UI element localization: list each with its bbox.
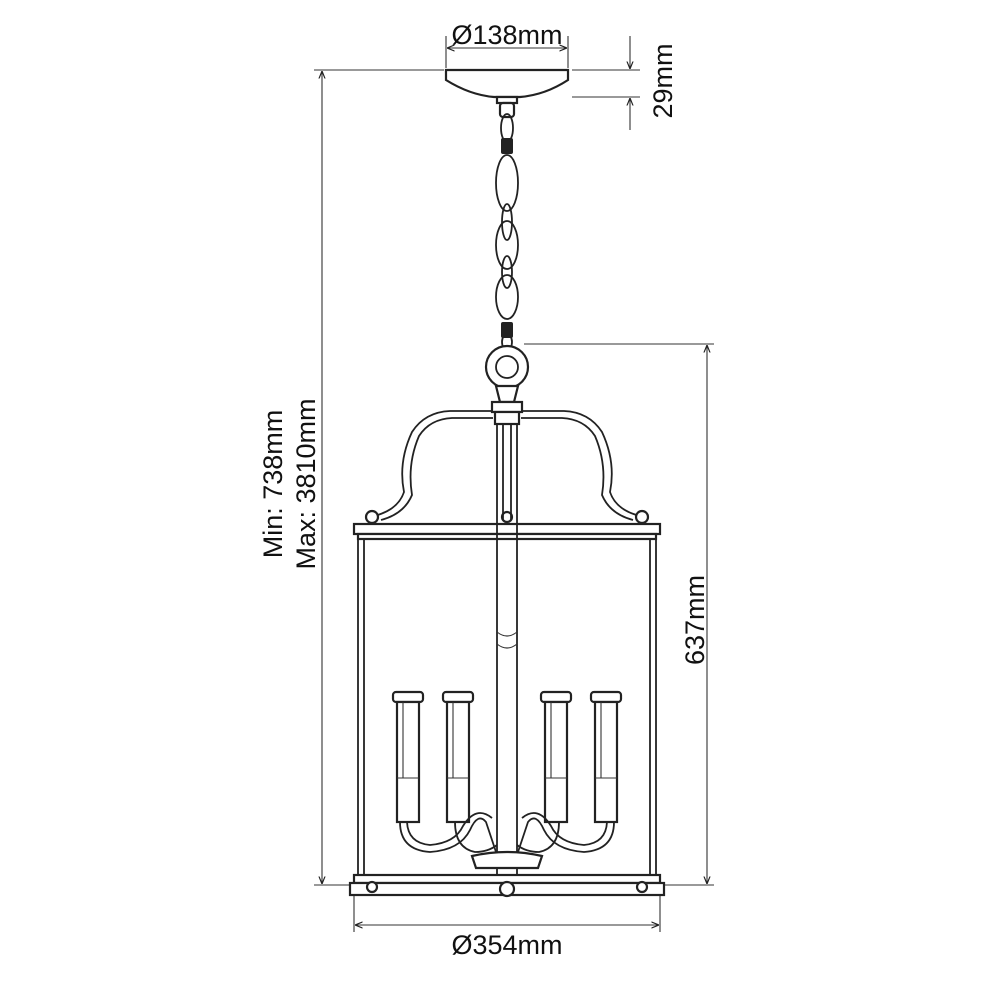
candle-2 [441, 690, 475, 824]
side-posts [357, 539, 657, 875]
central-hub [470, 850, 544, 870]
candle-4 [589, 690, 623, 824]
overall-height-dimension: Min: 738mm Max: 3810mm [258, 69, 444, 886]
canopy-diameter-label: Ø138mm [451, 20, 562, 50]
candle-sleeves [391, 690, 623, 824]
suspension-chain [495, 101, 519, 351]
body-diameter-label: Ø354mm [451, 930, 562, 960]
ceiling-canopy [444, 68, 570, 105]
top-loop [484, 344, 530, 426]
top-band [352, 522, 662, 541]
body-height-dimension: 637mm [524, 343, 714, 886]
body-height-label: 637mm [680, 575, 710, 665]
canopy-height-dimension: 29mm [572, 36, 678, 130]
bottom-base [348, 873, 666, 898]
body-diameter-dimension: Ø354mm [353, 895, 661, 960]
candle-1 [391, 690, 425, 824]
candle-arms [399, 812, 615, 856]
arched-top-frame [364, 410, 650, 525]
height-min-label: Min: 738mm [258, 410, 288, 559]
canopy-height-label: 29mm [648, 43, 678, 118]
canopy-diameter-dimension: Ø138mm [445, 20, 569, 68]
central-rod [496, 424, 518, 880]
candle-3 [539, 690, 573, 824]
height-max-label: Max: 3810mm [291, 398, 321, 569]
